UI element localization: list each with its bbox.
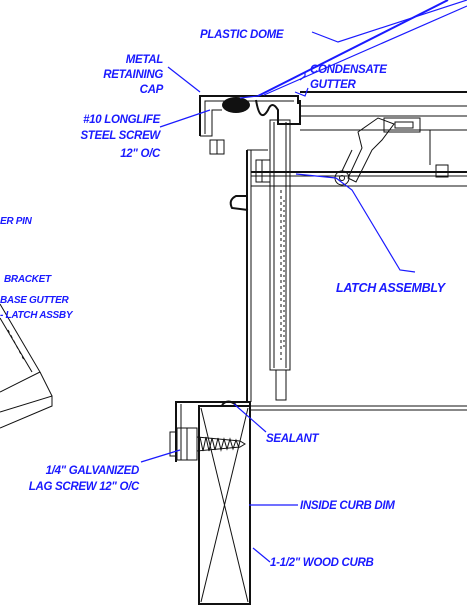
label-base-gutter: BASE GUTTER bbox=[0, 295, 69, 306]
label-lag-screw-1: 1/4" GALVANIZED bbox=[46, 465, 139, 477]
latch-assembly bbox=[334, 117, 421, 186]
vertical-tube bbox=[269, 119, 291, 401]
label-latch-assembly: LATCH ASSEMBLY bbox=[336, 281, 447, 295]
label-hinge-pin: ER PIN bbox=[0, 216, 33, 227]
curb-frame bbox=[246, 149, 467, 402]
label-wood-curb: 1-1/2" WOOD CURB bbox=[270, 557, 374, 569]
label-lag-screw-2: LAG SCREW 12" O/C bbox=[29, 481, 140, 493]
label-screw-3: 12" O/C bbox=[120, 148, 161, 160]
label-plastic-dome: PLASTIC DOME bbox=[200, 29, 284, 41]
base-gutter-flashing bbox=[175, 401, 467, 462]
label-metal-retaining-cap-2: RETAINING bbox=[103, 69, 163, 81]
label-screw-1: #10 LONGLIFE bbox=[83, 114, 161, 126]
label-metal-retaining-cap-3: CAP bbox=[140, 84, 164, 96]
label-inside-curb: INSIDE CURB DIM bbox=[300, 500, 395, 512]
dome-frame bbox=[300, 91, 467, 178]
label-bracket: BRACKET bbox=[4, 274, 52, 285]
hinge-clip bbox=[229, 195, 249, 211]
label-screw-2: STEEL SCREW bbox=[80, 130, 161, 142]
label-latch-assby-visible: - LATCH ASSBY bbox=[0, 310, 74, 321]
label-sealant: SEALANT bbox=[266, 433, 319, 445]
wood-curb bbox=[198, 405, 251, 605]
retaining-cap bbox=[199, 95, 301, 137]
iso-sketch bbox=[0, 303, 53, 429]
frame-bracket bbox=[209, 139, 271, 183]
label-condensate-gutter-1: CONDENSATE bbox=[310, 64, 387, 76]
lag-screw bbox=[169, 427, 246, 461]
label-metal-retaining-cap-1: METAL bbox=[126, 54, 164, 66]
leader-lines bbox=[140, 0, 467, 563]
label-condensate-gutter-2: GUTTER bbox=[310, 79, 356, 91]
